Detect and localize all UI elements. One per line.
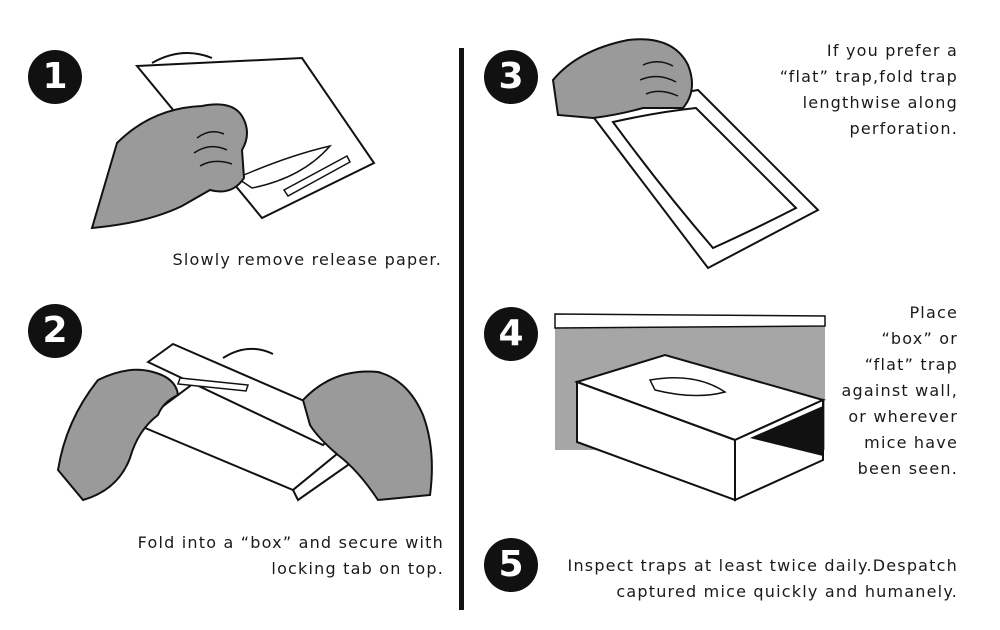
- step-2-text: Fold into a “box” and secure with lockin…: [80, 530, 444, 582]
- step-4-line: Place: [909, 303, 958, 322]
- step-4-line: mice have: [864, 433, 958, 452]
- step-2-illustration: [56, 342, 433, 502]
- step-3-line: lengthwise along: [802, 93, 958, 112]
- step-3-badge: 3: [484, 50, 538, 104]
- step-4-line: or wherever: [848, 407, 958, 426]
- step-5-line: Inspect traps at least twice daily.Despa…: [567, 556, 958, 575]
- step-4-line: been seen.: [857, 459, 958, 478]
- step-1-text: Slowly remove release paper.: [120, 247, 442, 273]
- step-4-line: “flat” trap: [864, 355, 958, 374]
- step-3-line: perforation.: [849, 119, 958, 138]
- step-4-text: Place “box” or “flat” trap against wall,…: [828, 300, 958, 482]
- step-3-line: If you prefer a: [826, 41, 958, 60]
- step-3-line: “flat” trap,fold trap: [779, 67, 958, 86]
- step-2-badge: 2: [28, 304, 82, 358]
- step-1-illustration: [90, 52, 376, 230]
- step-3-text: If you prefer a “flat” trap,fold trap le…: [700, 38, 958, 142]
- step-1-line: Slowly remove release paper.: [172, 250, 442, 269]
- step-3-illustration: [551, 38, 820, 270]
- step-4-illustration: [554, 313, 826, 502]
- column-divider: [459, 48, 464, 610]
- step-4-line: “box” or: [881, 329, 958, 348]
- step-5-text: Inspect traps at least twice daily.Despa…: [555, 553, 958, 605]
- step-5-line: captured mice quickly and humanely.: [616, 582, 958, 601]
- step-1-badge: 1: [28, 50, 82, 104]
- step-2-line: Fold into a “box” and secure with: [137, 533, 444, 552]
- step-4-line: against wall,: [841, 381, 958, 400]
- step-4-badge: 4: [484, 307, 538, 361]
- step-5-badge: 5: [484, 538, 538, 592]
- step-2-line: locking tab on top.: [271, 559, 444, 578]
